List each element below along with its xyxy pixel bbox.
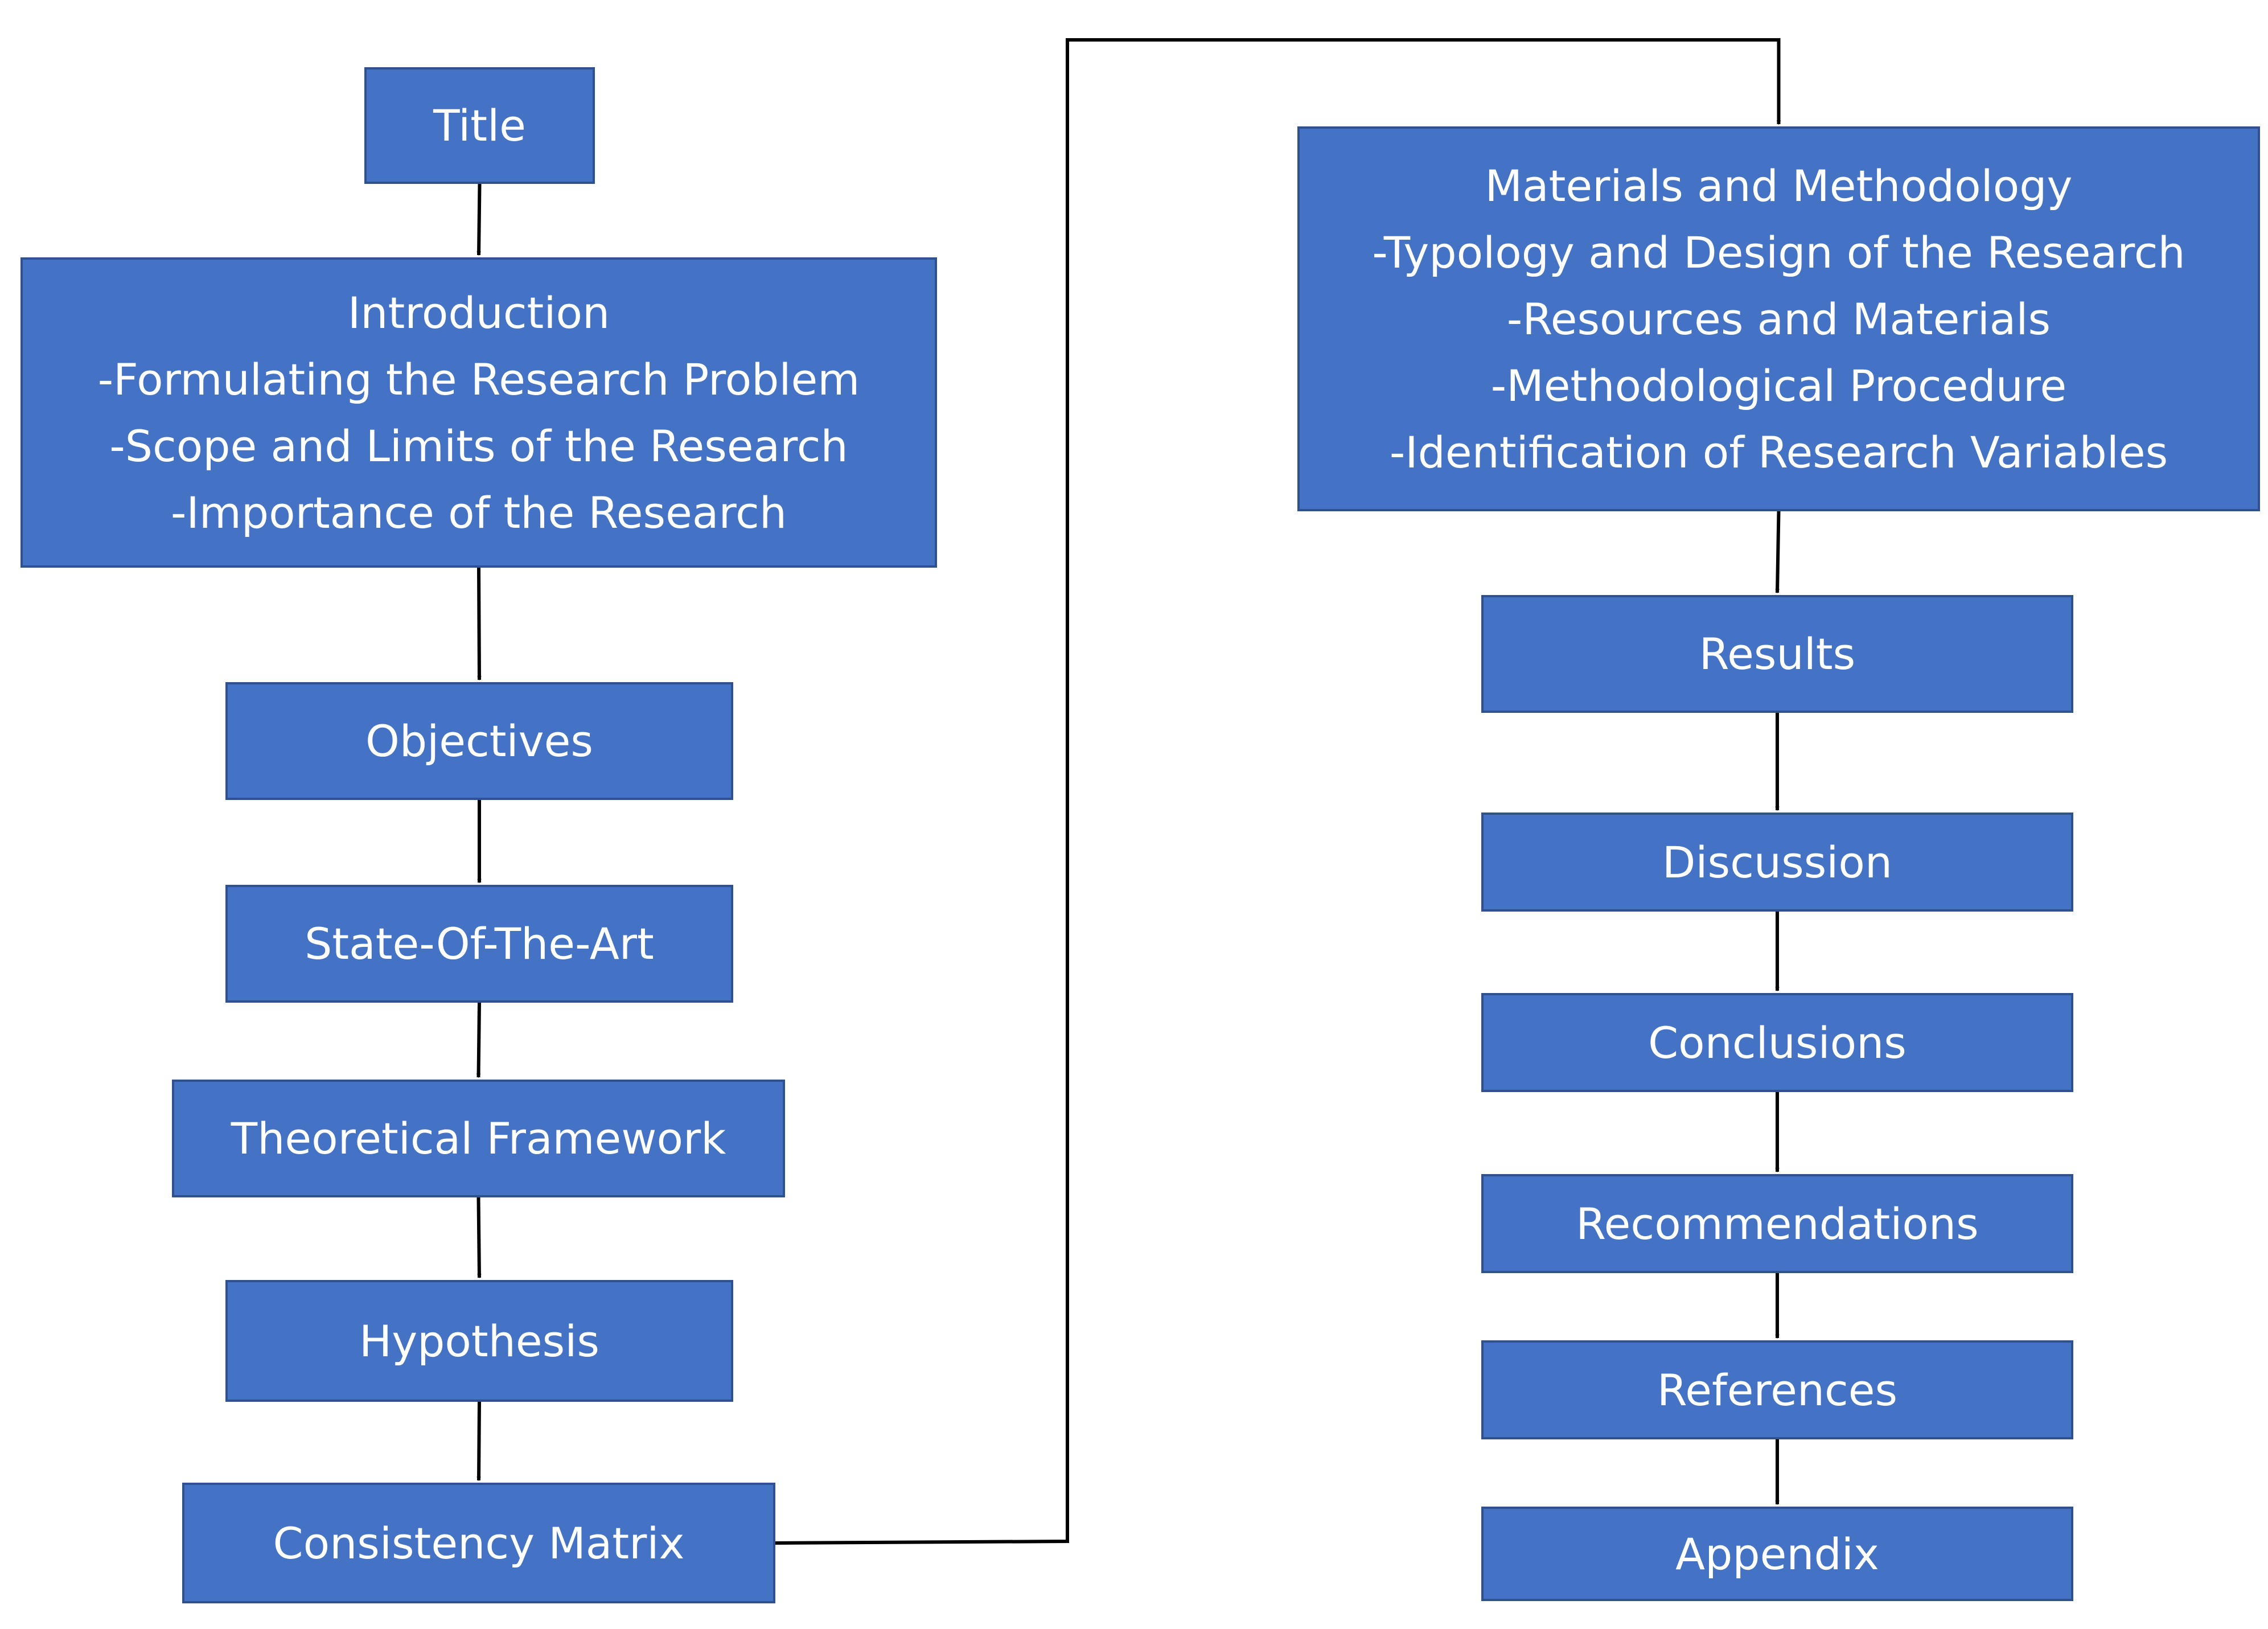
node-hypothesis-line: Hypothesis (359, 1315, 599, 1367)
node-materials-and-methodology-line: -Methodological Procedure (1490, 360, 2067, 411)
arrow-title-to-introduction (479, 183, 482, 255)
node-introduction: Introduction -Formulating the Research Pr… (20, 257, 937, 568)
node-title-line: Title (433, 100, 526, 151)
node-theoretical-framework: Theoretical Framework (172, 1080, 785, 1197)
node-objectives-line: Objectives (365, 716, 593, 766)
node-results: Results (1481, 595, 2073, 713)
node-title: Title (364, 67, 595, 184)
node-references-line: References (1657, 1364, 1898, 1415)
node-state-of-the-art: State-Of-The-Art (225, 885, 733, 1003)
node-discussion: Discussion (1481, 813, 2073, 912)
node-hypothesis: Hypothesis (225, 1280, 733, 1402)
arrow-theoretical-framework-to-hypothesis (476, 1197, 480, 1278)
node-consistency-matrix-line: Consistency Matrix (273, 1517, 685, 1569)
node-theoretical-framework-line: Theoretical Framework (231, 1113, 726, 1164)
node-materials-and-methodology-line: -Resources and Materials (1506, 293, 2051, 344)
node-references: References (1481, 1340, 2073, 1439)
node-appendix-line: Appendix (1675, 1528, 1879, 1579)
node-appendix: Appendix (1481, 1507, 2073, 1601)
node-recommendations: Recommendations (1481, 1174, 2073, 1273)
node-conclusions: Conclusions (1481, 993, 2073, 1092)
node-discussion-line: Discussion (1662, 836, 1893, 888)
node-introduction-line: -Scope and Limits of the Research (109, 420, 848, 471)
arrow-consistency-matrix-to-materials-and-methodology (775, 38, 1779, 1545)
node-objectives: Objectives (225, 682, 733, 800)
node-recommendations-line: Recommendations (1576, 1198, 1979, 1249)
node-materials-and-methodology-line: -Identification of Research Variables (1389, 426, 2168, 478)
node-introduction-line: -Formulating the Research Problem (97, 354, 860, 405)
arrow-state-of-the-art-to-theoretical-framework (479, 1002, 481, 1077)
node-results-line: Results (1699, 629, 1856, 679)
node-introduction-line: Introduction (347, 287, 610, 338)
node-conclusions-line: Conclusions (1648, 1017, 1907, 1068)
node-materials-and-methodology: Materials and Methodology -Typology and D… (1297, 126, 2260, 511)
node-consistency-matrix: Consistency Matrix (182, 1483, 775, 1603)
arrow-materials-and-methodology-to-results (1777, 511, 1781, 593)
node-materials-and-methodology-line: -Typology and Design of the Research (1372, 227, 2185, 278)
node-state-of-the-art-line: State-Of-The-Art (305, 918, 654, 969)
node-introduction-line: -Importance of the Research (171, 487, 787, 538)
node-materials-and-methodology-line: Materials and Methodology (1485, 160, 2073, 211)
